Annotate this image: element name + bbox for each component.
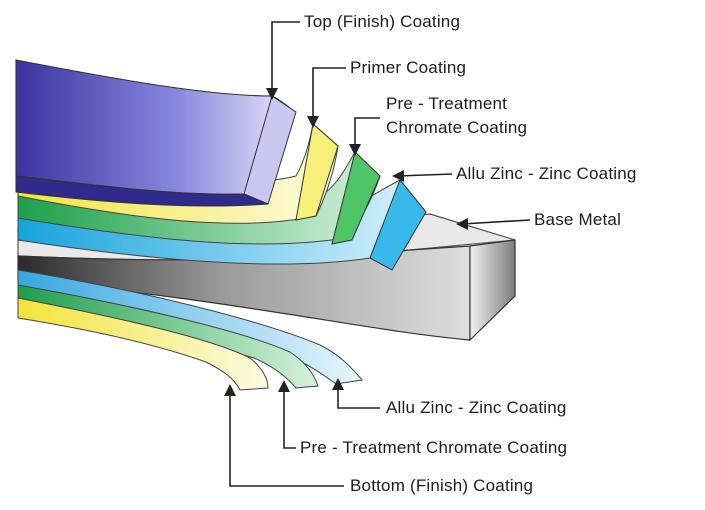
arrow-top-finish [266, 88, 278, 100]
label-pretreatment-top-line2: Chromate Coating [386, 118, 528, 137]
leader-lines [229, 21, 531, 487]
top-finish-layer [15, 59, 297, 207]
arrow-primer [307, 116, 319, 128]
arrow-pretreatment-bottom [278, 380, 290, 392]
label-top-finish-coating: Top (Finish) Coating [304, 12, 461, 31]
leader-allu-zinc-top [397, 173, 453, 177]
label-primer-coating: Primer Coating [350, 58, 467, 77]
label-allu-zinc-bottom: Allu Zinc - Zinc Coating [386, 398, 567, 417]
arrow-allu-zinc-bottom [332, 378, 344, 390]
arrow-allu-zinc-top [392, 170, 404, 182]
arrow-pretreatment-top [349, 144, 361, 156]
label-pretreatment-top-line1: Pre - Treatment [386, 94, 508, 113]
arrow-base-metal [456, 218, 468, 230]
leader-pretreatment-top [354, 117, 380, 152]
bottom-finish-layer [17, 297, 269, 391]
label-pretreatment-chromate-top: Pre - Treatment Chromate Coating [386, 94, 527, 138]
label-bottom-finish-coating: Bottom (Finish) Coating [350, 476, 534, 495]
arrowheads [224, 88, 468, 396]
label-base-metal: Base Metal [534, 210, 622, 229]
leader-allu-zinc-bottom [337, 382, 380, 409]
leader-bottom-finish [229, 388, 344, 487]
leader-pretreatment-bottom [283, 384, 296, 449]
leader-primer [312, 67, 346, 124]
label-pretreatment-chromate-bottom: Pre - Treatment Chromate Coating [300, 438, 568, 457]
leader-top-finish [271, 21, 300, 96]
leader-base-metal [461, 219, 531, 225]
arrow-bottom-finish [224, 384, 236, 396]
label-allu-zinc-top: Allu Zinc - Zinc Coating [456, 164, 637, 183]
